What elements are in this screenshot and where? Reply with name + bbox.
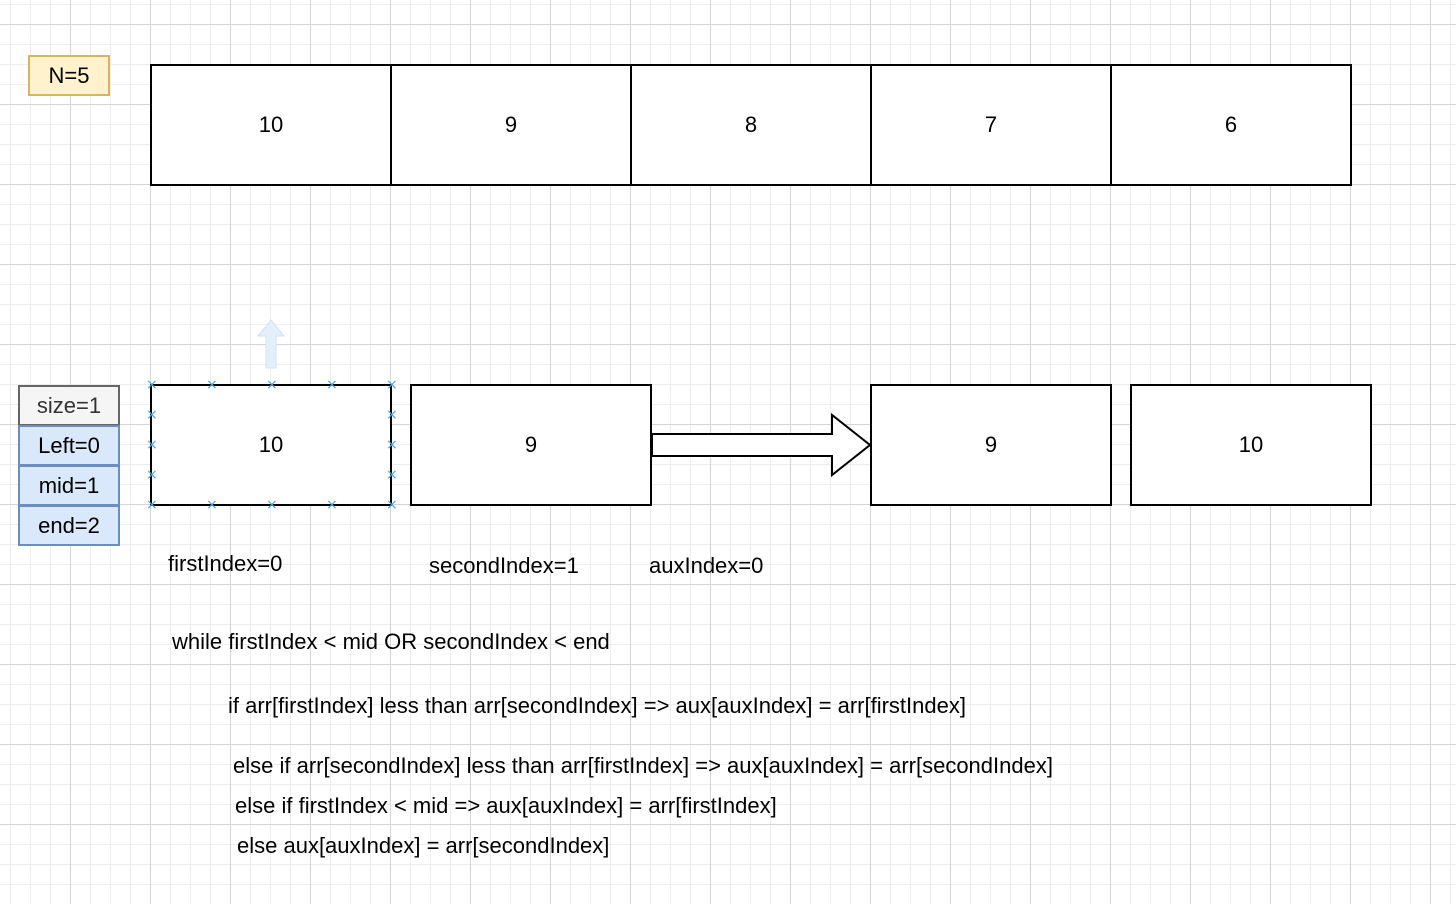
selection-handle-icon[interactable]: ×: [146, 497, 158, 513]
top-array[interactable]: 10 9 8 7 6: [150, 64, 1352, 186]
pseudocode-if-line: if arr[firstIndex] less than arr[secondI…: [228, 693, 966, 718]
top-array-cell-4[interactable]: 6: [1224, 112, 1238, 137]
pseudocode-else-if-line: else if arr[secondIndex] less than arr[f…: [233, 753, 1053, 778]
rotate-arrow-icon[interactable]: [256, 318, 286, 370]
selection-handle-icon[interactable]: ×: [386, 407, 398, 423]
pseudocode-else-if-line: else if firstIndex < mid => aux[auxIndex…: [235, 793, 777, 818]
selection-handle-icon[interactable]: ×: [326, 497, 338, 513]
selection-handle-icon[interactable]: ×: [266, 497, 278, 513]
top-array-cell-0[interactable]: 10: [152, 66, 392, 184]
top-array-cell-2[interactable]: 8: [632, 66, 872, 184]
second-index-label: secondIndex=1: [429, 553, 579, 578]
pseudocode-while-line: while firstIndex < mid OR secondIndex < …: [172, 629, 610, 654]
pseudocode-else-line: else aux[auxIndex] = arr[secondIndex]: [237, 833, 610, 858]
selection-handle-icon[interactable]: ×: [386, 377, 398, 393]
top-array-cell-1[interactable]: 9: [392, 66, 632, 184]
block-arrow-right-icon[interactable]: [650, 412, 874, 478]
var-left[interactable]: Left=0: [18, 425, 120, 466]
top-array-cell-3[interactable]: 7: [872, 66, 1112, 184]
selection-handle-icon[interactable]: ×: [146, 377, 158, 393]
selection-handle-icon[interactable]: ×: [206, 377, 218, 393]
selection-handle-icon[interactable]: ×: [146, 467, 158, 483]
var-mid[interactable]: mid=1: [18, 465, 120, 506]
selection-handle-icon[interactable]: ×: [206, 497, 218, 513]
n-size-note[interactable]: N=5: [28, 55, 110, 96]
right-subarray-cell[interactable]: 9: [410, 384, 652, 506]
aux-cell-1[interactable]: 10: [1130, 384, 1372, 506]
selection-handle-icon[interactable]: ×: [266, 377, 278, 393]
left-subarray-cell[interactable]: 10: [150, 384, 392, 506]
selection-handle-icon[interactable]: ×: [386, 497, 398, 513]
selection-handle-icon[interactable]: ×: [326, 377, 338, 393]
selection-handle-icon[interactable]: ×: [386, 467, 398, 483]
aux-index-label: auxIndex=0: [649, 553, 764, 578]
selection-handle-icon[interactable]: ×: [386, 437, 398, 453]
var-end[interactable]: end=2: [18, 505, 120, 546]
selection-handle-icon[interactable]: ×: [146, 407, 158, 423]
aux-cell-0[interactable]: 9: [870, 384, 1112, 506]
selection-handle-icon[interactable]: ×: [146, 437, 158, 453]
first-index-label: firstIndex=0: [168, 551, 283, 576]
var-size[interactable]: size=1: [18, 385, 120, 426]
